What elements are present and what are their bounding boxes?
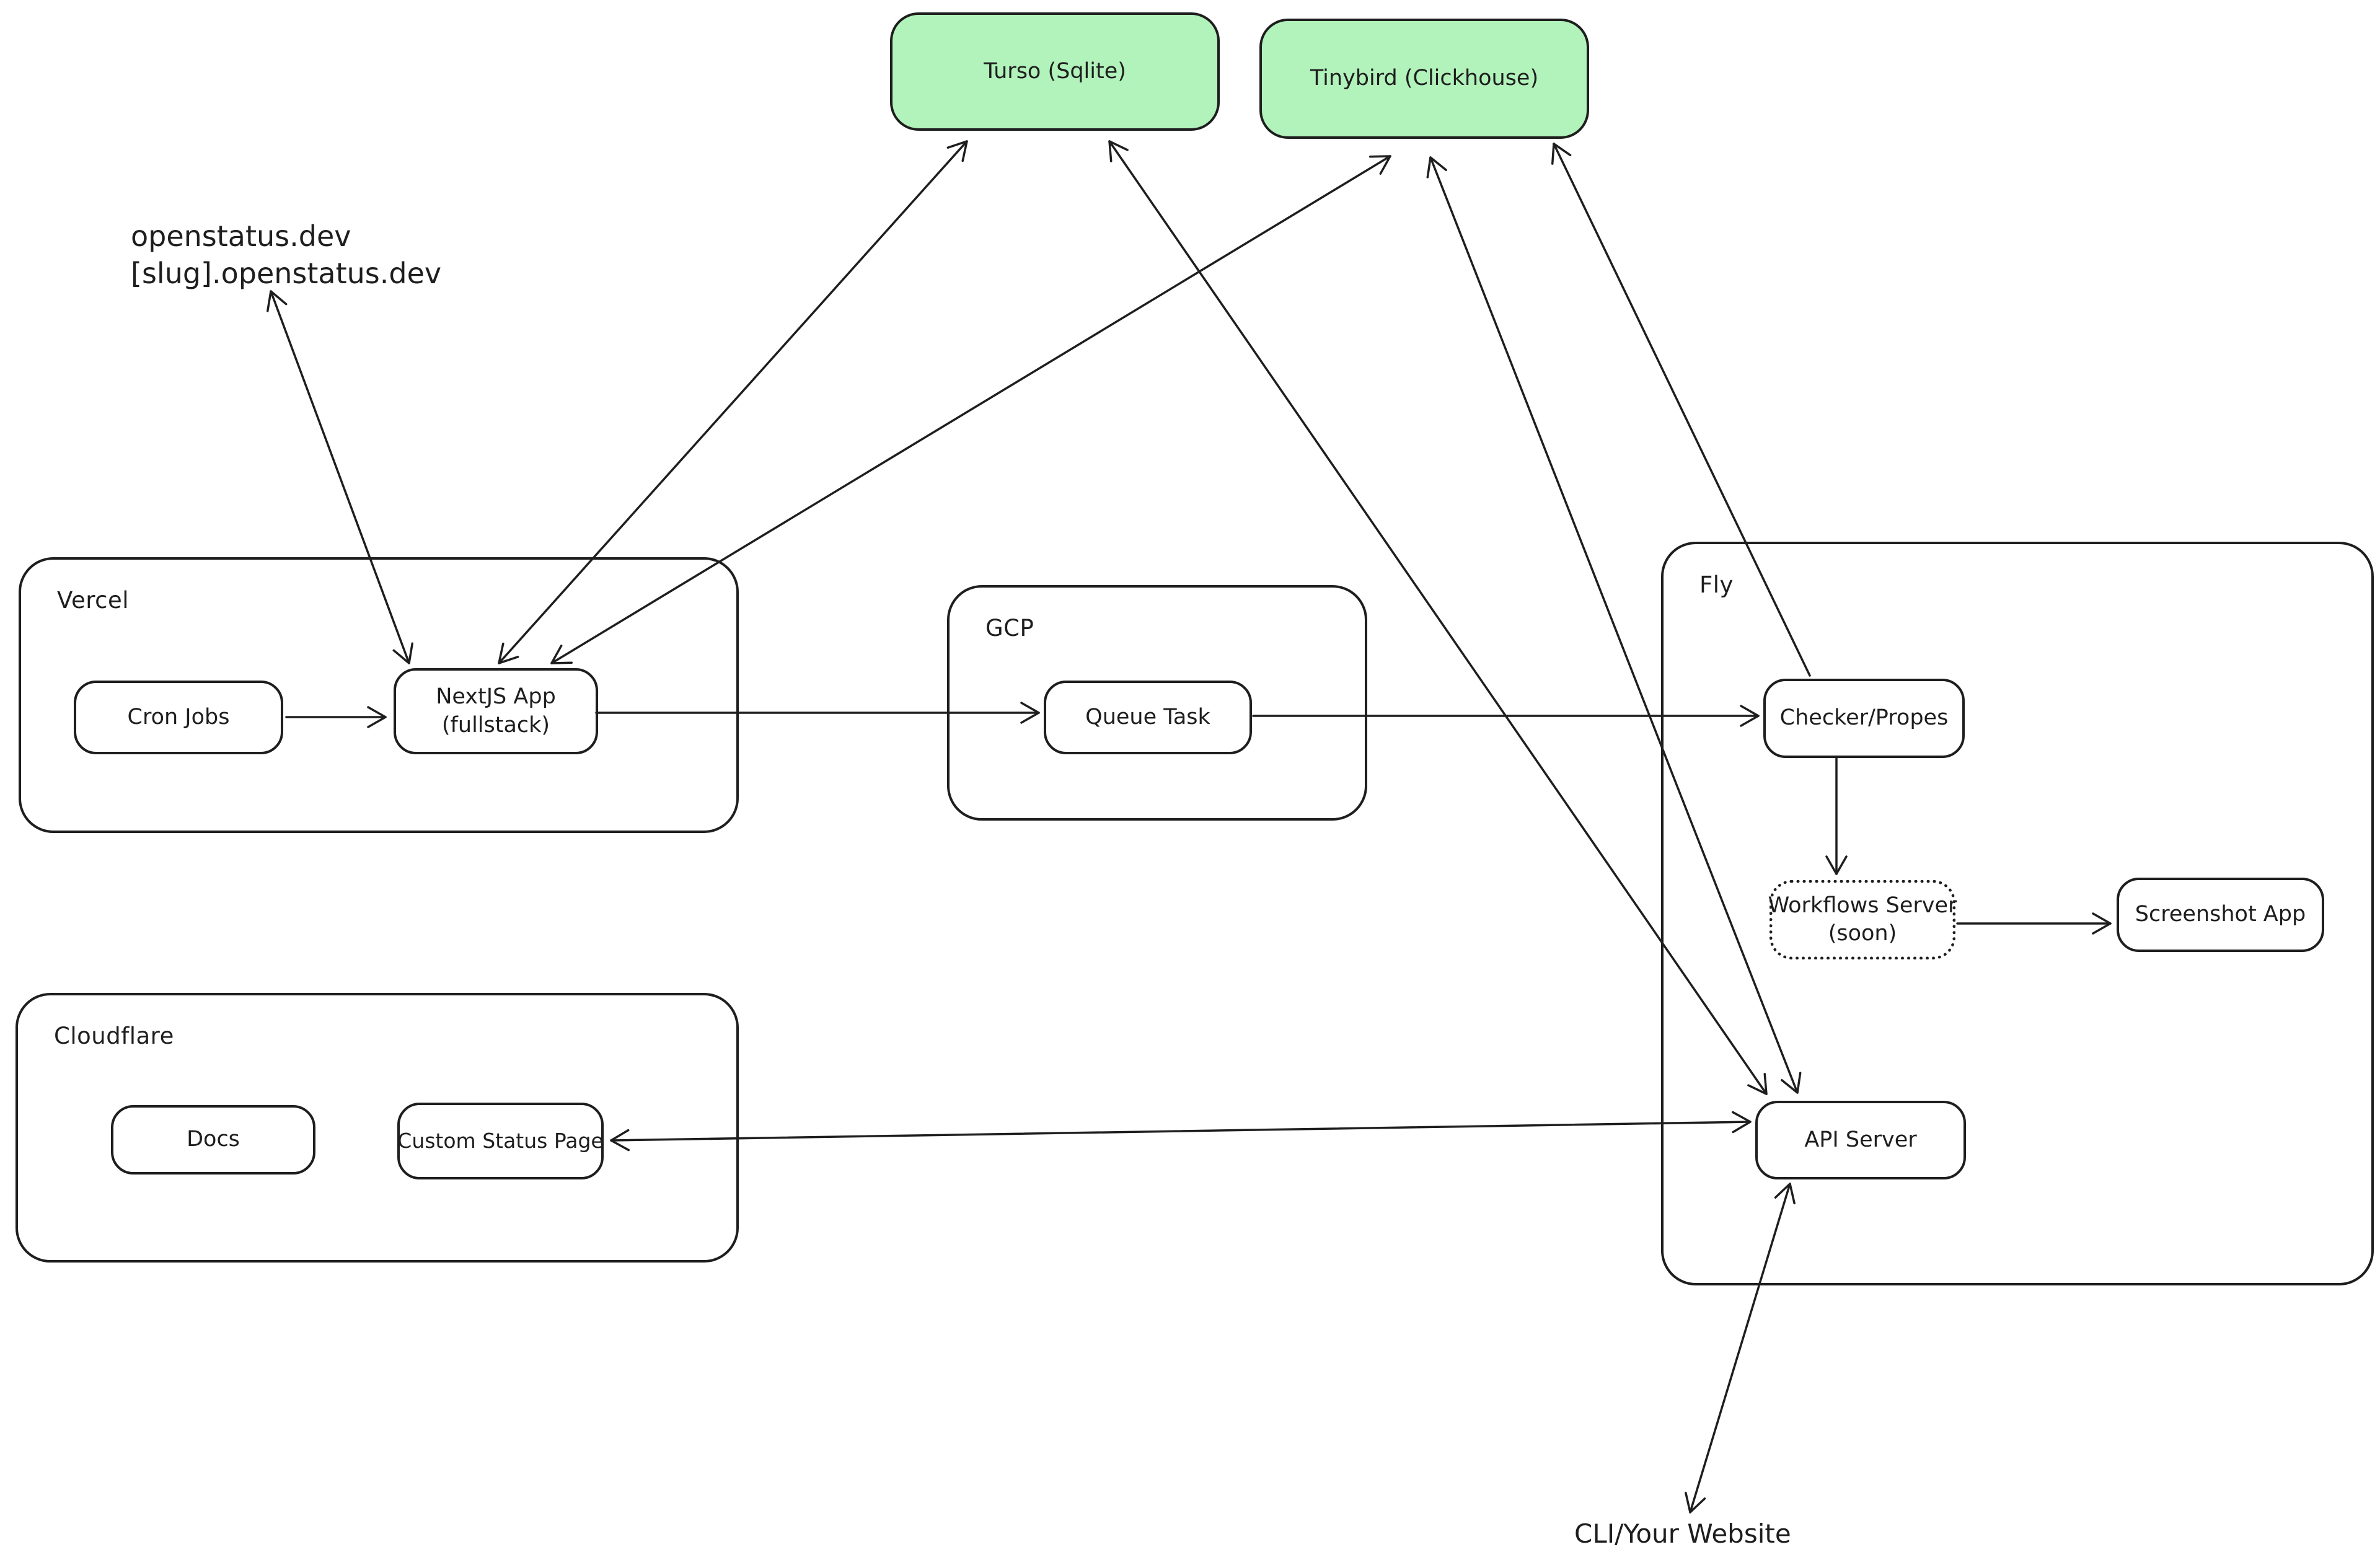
node-workflows-server: Workflows Server (soon)	[1768, 880, 1957, 959]
container-fly-label: Fly	[1699, 571, 1734, 598]
annotation-cli-label: CLI/Your Website	[1574, 1518, 1791, 1547]
node-checker-label: Checker/Propes	[1779, 705, 1949, 731]
node-nextjs-app-label-line2: (fullstack)	[441, 712, 550, 738]
node-custom-status-page-label: Custom Status Page	[397, 1128, 604, 1153]
node-queue-task: Queue Task	[1044, 681, 1252, 754]
node-screenshot-app-label: Screenshot App	[2135, 902, 2306, 927]
annotation-domains-line1: openstatus.dev	[131, 219, 351, 253]
node-queue-task-label: Queue Task	[1085, 704, 1210, 729]
container-cloudflare-label: Cloudflare	[54, 1023, 174, 1049]
node-api-server: API Server	[1755, 1101, 1966, 1179]
node-cron-jobs: Cron Jobs	[74, 681, 283, 754]
container-vercel-label: Vercel	[57, 587, 129, 614]
node-cron-jobs-label: Cron Jobs	[127, 704, 230, 729]
node-turso: Turso (Sqlite)	[890, 12, 1220, 131]
node-tinybird: Tinybird (Clickhouse)	[1259, 19, 1589, 139]
node-docs: Docs	[111, 1105, 315, 1175]
node-tinybird-label: Tinybird (Clickhouse)	[1310, 66, 1539, 91]
annotation-domains-line2: [slug].openstatus.dev	[131, 256, 442, 290]
node-nextjs-app-label-line1: NextJS App	[436, 684, 556, 709]
node-workflows-server-label-line2: (soon)	[1828, 921, 1897, 946]
annotation-domains: openstatus.dev [slug].openstatus.dev	[131, 218, 441, 293]
node-workflows-server-label-line1: Workflows Server	[1768, 892, 1957, 918]
node-nextjs-app: NextJS App (fullstack)	[394, 668, 598, 754]
arrow-api-server-custom-status-page	[610, 1111, 1752, 1152]
container-gcp-label: GCP	[985, 615, 1034, 641]
node-api-server-label: API Server	[1804, 1127, 1917, 1152]
node-checker: Checker/Propes	[1763, 679, 1965, 758]
node-screenshot-app: Screenshot App	[2117, 878, 2324, 952]
annotation-cli: CLI/Your Website	[1574, 1517, 1791, 1547]
node-custom-status-page: Custom Status Page	[397, 1103, 604, 1179]
node-docs-label: Docs	[187, 1127, 240, 1152]
node-turso-label: Turso (Sqlite)	[984, 58, 1126, 84]
